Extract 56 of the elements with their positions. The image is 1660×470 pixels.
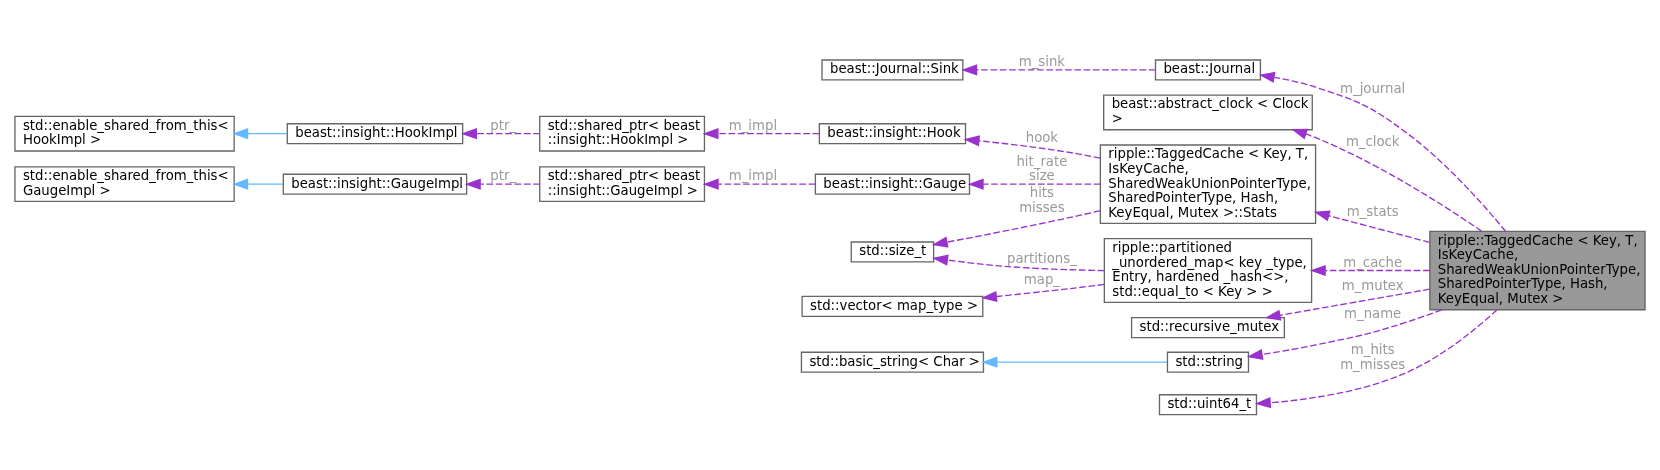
node-box: beast::insight::GaugeImpl (282, 173, 468, 195)
arrow (981, 356, 1168, 368)
arrow (961, 64, 1156, 76)
edge-label: m_name (1344, 306, 1402, 322)
node-box: ripple::TaggedCache < Key, T, IsKeyCache, SharedWeakUnionPointerType, SharedPointerType, Hash, KeyEqual, Mutex >::Stats (1099, 144, 1317, 225)
node-box: beast::insight::Hook (818, 123, 967, 145)
edge-label: partitions_ (1006, 250, 1077, 266)
edge-label: m_stats (1346, 204, 1399, 220)
node-box: ripple::TaggedCache < Key, T, IsKeyCache, SharedWeakUnionPointerType, SharedPointerType, Hash, KeyEqual, Mutex > (1429, 230, 1646, 311)
arrow (464, 178, 541, 190)
arrow (981, 283, 1105, 303)
node-box: std::size_t (850, 241, 935, 263)
node-box: std::basic_string< Char > (800, 351, 985, 373)
edge-label: m_journal (1340, 80, 1406, 96)
edge-label: m_clock (1345, 133, 1400, 149)
node-box: beast::insight::HookImpl (286, 123, 464, 145)
node-box: beast::Journal (1154, 59, 1262, 81)
arrow (967, 178, 1101, 190)
arrow (232, 178, 284, 190)
edge-label: m_hits m_misses (1340, 342, 1406, 372)
edge-label: m_sink (1018, 53, 1066, 69)
node-box: std::enable_shared_from_this< HookImpl > (14, 115, 235, 152)
arrow (702, 178, 816, 190)
edge-label: ptr_ (490, 117, 517, 133)
edge-label: m_cache (1343, 254, 1403, 270)
edge-label: map_ (1023, 271, 1060, 287)
node-box: std::recursive_mutex (1130, 317, 1286, 339)
edge-label: hook (1025, 129, 1059, 145)
edge-label: m_mutex (1341, 278, 1404, 294)
arrow (932, 254, 1105, 272)
arrow (461, 128, 541, 140)
node-box: beast::abstract_clock < Clock > (1103, 94, 1313, 131)
arrow (702, 128, 820, 140)
arrow (1291, 128, 1483, 232)
arrow (963, 135, 1101, 159)
node-box: std::uint64_t (1158, 394, 1258, 416)
node-box: beast::Journal::Sink (821, 59, 964, 81)
node-box: std::shared_ptr< beast ::insight::HookImpl > (539, 115, 706, 152)
edge-label: m_impl (728, 117, 778, 133)
node-box: std::vector< map_type > (801, 295, 984, 318)
edge-label: hits misses (1019, 185, 1065, 216)
node-box: std::string (1166, 351, 1250, 373)
arrow (1258, 71, 1507, 232)
node-box: ripple::partitioned _unordered_map< key _type, Entry, hardened _hash<>, std::equal_to < Key > > (1103, 238, 1313, 304)
arrow (1309, 264, 1431, 277)
edge-label: m_impl (728, 168, 778, 184)
arrow (1313, 210, 1431, 244)
node-box: beast::insight::Gauge (814, 173, 971, 195)
arrow (1254, 309, 1498, 409)
edge-label: ptr_ (490, 168, 517, 184)
node-box: std::shared_ptr< beast ::insight::GaugeImpl > (539, 166, 706, 203)
arrow (1246, 309, 1443, 360)
arrow (232, 128, 288, 140)
arrow (931, 210, 1101, 248)
arrow (1264, 288, 1431, 321)
node-box: std::enable_shared_from_this< GaugeImpl > (14, 166, 235, 203)
